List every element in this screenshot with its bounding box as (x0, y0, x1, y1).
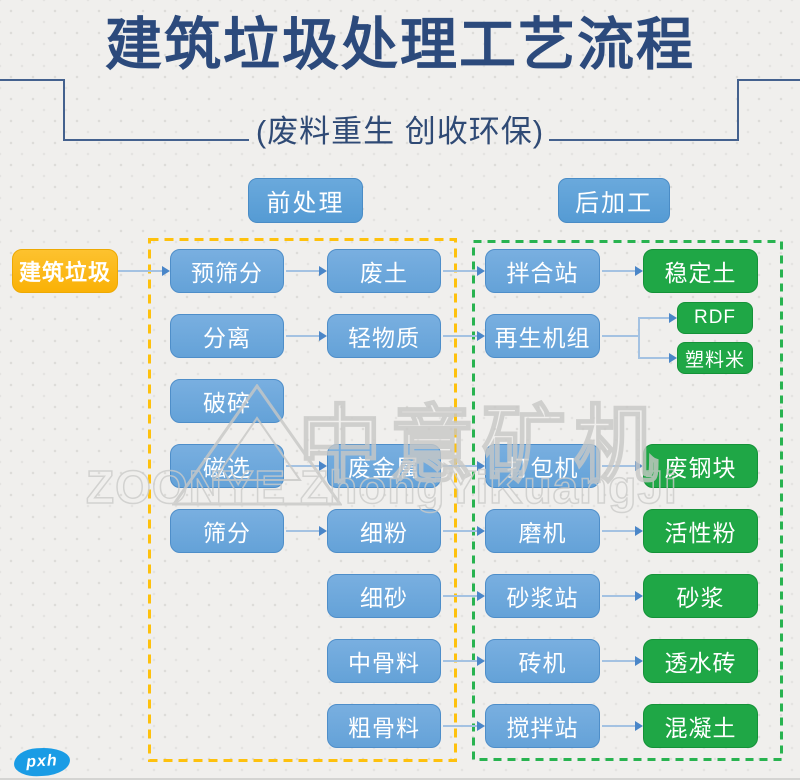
arrow-connector (602, 461, 643, 471)
arrow-connector (443, 526, 485, 536)
header-rule-left (0, 79, 64, 81)
node-fine-powder: 细粉 (327, 509, 441, 553)
arrow-connector (443, 461, 485, 471)
page-subtitle: (废料重生 创收环保) (255, 114, 545, 149)
node-waste-soil: 废土 (327, 249, 441, 293)
section-label-postprocessing: 后加工 (558, 178, 670, 223)
arrow-connector (602, 526, 643, 536)
arrow-connector (602, 266, 643, 276)
header-frame-left (63, 79, 65, 141)
node-coarse-aggregate: 粗骨料 (327, 704, 441, 748)
node-stabilized-soil: 稳定土 (643, 249, 758, 293)
node-screening: 筛分 (170, 509, 284, 553)
header-rule-right (737, 79, 800, 81)
node-active-powder: 活性粉 (643, 509, 758, 553)
node-mixing-station: 拌合站 (485, 249, 600, 293)
node-regeneration-unit: 再生机组 (485, 314, 600, 358)
arrow-connector (118, 266, 170, 276)
arrow-connector (602, 656, 643, 666)
node-baler: 打包机 (485, 444, 600, 488)
arrow-connector (443, 331, 485, 341)
branch-line (602, 335, 639, 337)
node-magnetic-separation: 磁选 (170, 444, 284, 488)
node-agitation-station: 搅拌站 (485, 704, 600, 748)
arrow-connector (443, 721, 485, 731)
arrow-connector (602, 591, 643, 601)
arrow-connector (443, 591, 485, 601)
arrow-connector (443, 656, 485, 666)
node-concrete: 混凝土 (643, 704, 758, 748)
node-crushing: 破碎 (170, 379, 284, 423)
node-mortar: 砂浆 (643, 574, 758, 618)
arrow-connector (602, 721, 643, 731)
node-medium-aggregate: 中骨料 (327, 639, 441, 683)
node-mortar-station: 砂浆站 (485, 574, 600, 618)
arrow-connector (286, 266, 327, 276)
arrow-connector (286, 331, 327, 341)
node-fine-sand: 细砂 (327, 574, 441, 618)
arrow-connector (443, 266, 485, 276)
node-light-material: 轻物质 (327, 314, 441, 358)
node-rdf: RDF (677, 302, 753, 334)
node-scrap-steel-block: 废钢块 (643, 444, 758, 488)
pxh-logo-text: pxh (25, 752, 59, 771)
node-scrap-metal: 废金属 (327, 444, 441, 488)
branch-line (638, 317, 640, 357)
node-mill: 磨机 (485, 509, 600, 553)
node-pre-screening: 预筛分 (170, 249, 284, 293)
page-title: 建筑垃圾处理工艺流程 (105, 13, 695, 77)
node-plastic-pellets: 塑料米 (677, 342, 753, 374)
section-label-text: 后加工 (575, 190, 653, 217)
node-permeable-brick: 透水砖 (643, 639, 758, 683)
arrow-connector (638, 353, 677, 363)
header-frame-right (737, 79, 739, 141)
arrow-connector (286, 526, 327, 536)
node-construction-waste: 建筑垃圾 (12, 249, 118, 293)
section-label-preprocessing: 前处理 (248, 178, 363, 223)
subtitle-rule-left (63, 139, 249, 141)
arrow-connector (286, 461, 327, 471)
node-brick-machine: 砖机 (485, 639, 600, 683)
node-separation: 分离 (170, 314, 284, 358)
section-label-text: 前处理 (266, 190, 345, 217)
subtitle-rule-right (549, 139, 739, 141)
arrow-connector (638, 313, 677, 323)
